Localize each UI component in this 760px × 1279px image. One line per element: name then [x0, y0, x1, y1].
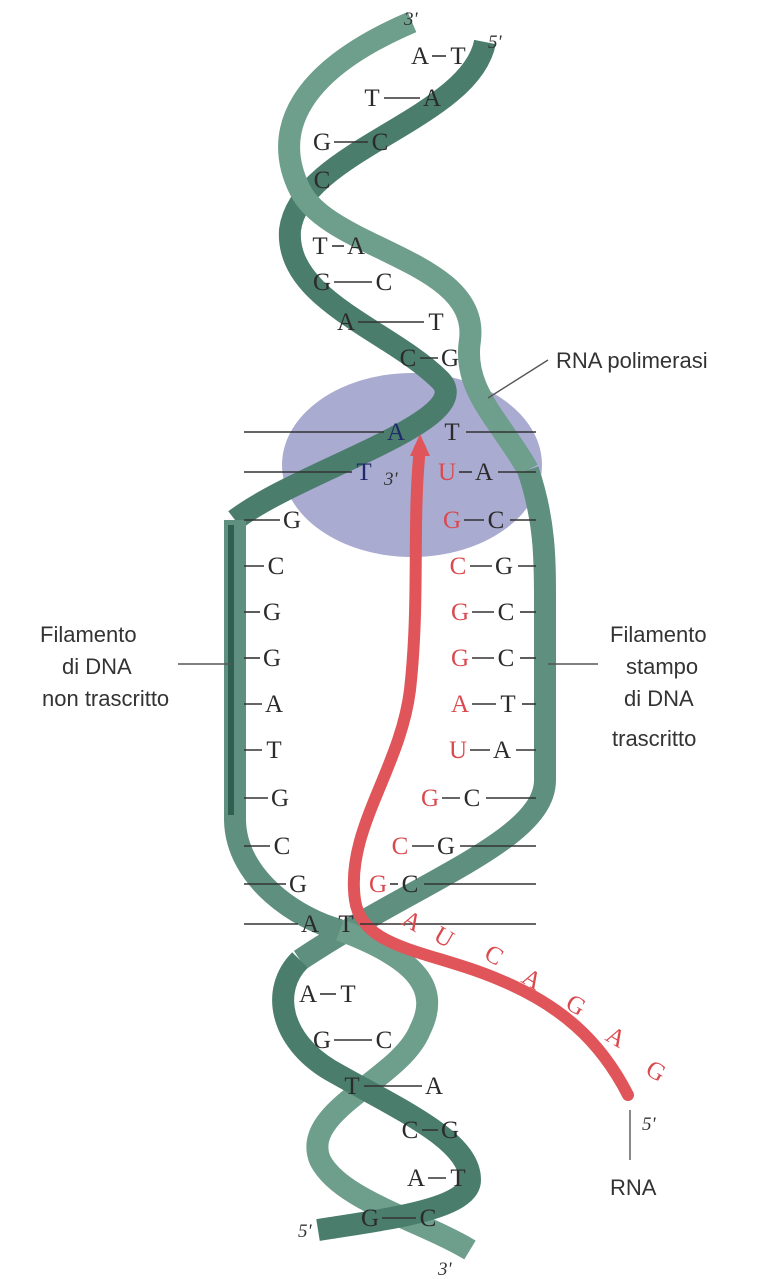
- upper-pair-left-1: T: [364, 85, 379, 112]
- bubble-rna-base-6: A: [451, 691, 469, 718]
- upper-pair-right-4: A: [347, 233, 365, 260]
- lower-pair-left-4: A: [407, 1165, 425, 1192]
- upper-pair-left-3: C: [314, 167, 331, 194]
- non-template-label-2: di DNA: [62, 654, 132, 679]
- template-label-3: di DNA: [624, 686, 694, 711]
- non-template-label-3: non trascritto: [42, 686, 169, 711]
- template-label-1: Filamento: [610, 622, 707, 647]
- lower-pair-right-0: T: [340, 981, 355, 1008]
- bubble-rna-base-3: C: [450, 553, 467, 580]
- end-top-right: 5': [488, 32, 503, 53]
- bubble-dna-base-11: A: [301, 911, 319, 938]
- template-label-2: stampo: [626, 654, 698, 679]
- bubble-rna-base-2: G: [443, 507, 461, 534]
- lower-pair-right-4: T: [450, 1165, 465, 1192]
- upper-pair-right-6: T: [428, 309, 443, 336]
- upper-pair-left-0: A: [411, 43, 429, 70]
- bubble-rna-base-5: G: [451, 645, 469, 672]
- bubble-template-base-0: T: [444, 419, 459, 446]
- rna-polymerase-label: RNA polimerasi: [556, 348, 708, 373]
- lower-pair-right-1: C: [376, 1027, 393, 1054]
- bubble-rna-base-1: U: [438, 459, 456, 486]
- rna-5prime: 5': [642, 1114, 657, 1135]
- bubble-rna-base-10: G: [369, 871, 387, 898]
- rna-tail-base-6: G: [641, 1055, 670, 1087]
- bubble-template-base-8: C: [464, 785, 481, 812]
- bubble-template-base-4: C: [498, 599, 515, 626]
- lower-pair-left-3: C: [402, 1117, 419, 1144]
- bubble-dna-base-10: G: [289, 871, 307, 898]
- rna-3prime: 3': [383, 469, 399, 490]
- bubble-template-base-9: G: [437, 833, 455, 860]
- upper-pair-right-7: G: [441, 345, 459, 372]
- upper-pair-left-4: T: [312, 233, 327, 260]
- end-top-left: 3': [403, 9, 419, 30]
- rna-tail-base-2: C: [480, 940, 508, 972]
- bubble-dna-base-3: C: [268, 553, 285, 580]
- lower-pair-left-0: A: [299, 981, 317, 1008]
- upper-pair-right-5: C: [376, 269, 393, 296]
- upper-pair-right-1: A: [423, 85, 441, 112]
- upper-pair-right-0: T: [450, 43, 465, 70]
- lower-pair-right-5: C: [420, 1205, 437, 1232]
- bubble-template-base-5: C: [498, 645, 515, 672]
- template-label-4: trascritto: [612, 726, 696, 751]
- rna-tail-base-1: U: [429, 921, 458, 953]
- bubble-rna-base-4: G: [451, 599, 469, 626]
- end-bottom-right: 3': [437, 1259, 453, 1279]
- bubble-rna-base-7: U: [449, 737, 467, 764]
- lower-pair-left-1: G: [313, 1027, 331, 1054]
- bubble-rna-base-9: C: [392, 833, 409, 860]
- bubble-template-base-6: T: [500, 691, 515, 718]
- upper-pair-left-2: G: [313, 129, 331, 156]
- rna-label: RNA: [610, 1175, 657, 1200]
- polymerase-leader: [488, 360, 548, 398]
- bubble-template-base-1: A: [475, 459, 493, 486]
- bubble-template-base-2: C: [488, 507, 505, 534]
- lower-pair-left-5: G: [361, 1205, 379, 1232]
- bubble-template-base-7: A: [493, 737, 511, 764]
- non-template-label-1: Filamento: [40, 622, 137, 647]
- bubble-dna-base-5: G: [263, 645, 281, 672]
- bubble-template-base-10: C: [402, 871, 419, 898]
- lower-pair-right-2: A: [425, 1073, 443, 1100]
- bubble-dna-base-8: G: [271, 785, 289, 812]
- bubble-dna-base-9: C: [274, 833, 291, 860]
- non-template-strand: [235, 520, 340, 930]
- bubble-dna-base-2: G: [283, 507, 301, 534]
- upper-pair-right-2: C: [372, 129, 389, 156]
- bubble-rna-base-8: G: [421, 785, 439, 812]
- upper-pair-left-6: A: [337, 309, 355, 336]
- end-bottom-left: 5': [298, 1221, 313, 1242]
- lower-pair-left-2: T: [344, 1073, 359, 1100]
- bubble-dna-base-1: T: [356, 459, 371, 486]
- bubble-dna-base-0: A: [387, 419, 405, 446]
- bubble-dna-base-7: T: [266, 737, 281, 764]
- bubble-dna-base-6: A: [265, 691, 283, 718]
- upper-pair-left-5: G: [313, 269, 331, 296]
- bubble-template-base-3: G: [495, 553, 513, 580]
- upper-pair-left-7: C: [400, 345, 417, 372]
- bubble-dna-base-4: G: [263, 599, 281, 626]
- bubble-template-base-11: T: [338, 911, 353, 938]
- lower-pair-right-3: G: [441, 1117, 459, 1144]
